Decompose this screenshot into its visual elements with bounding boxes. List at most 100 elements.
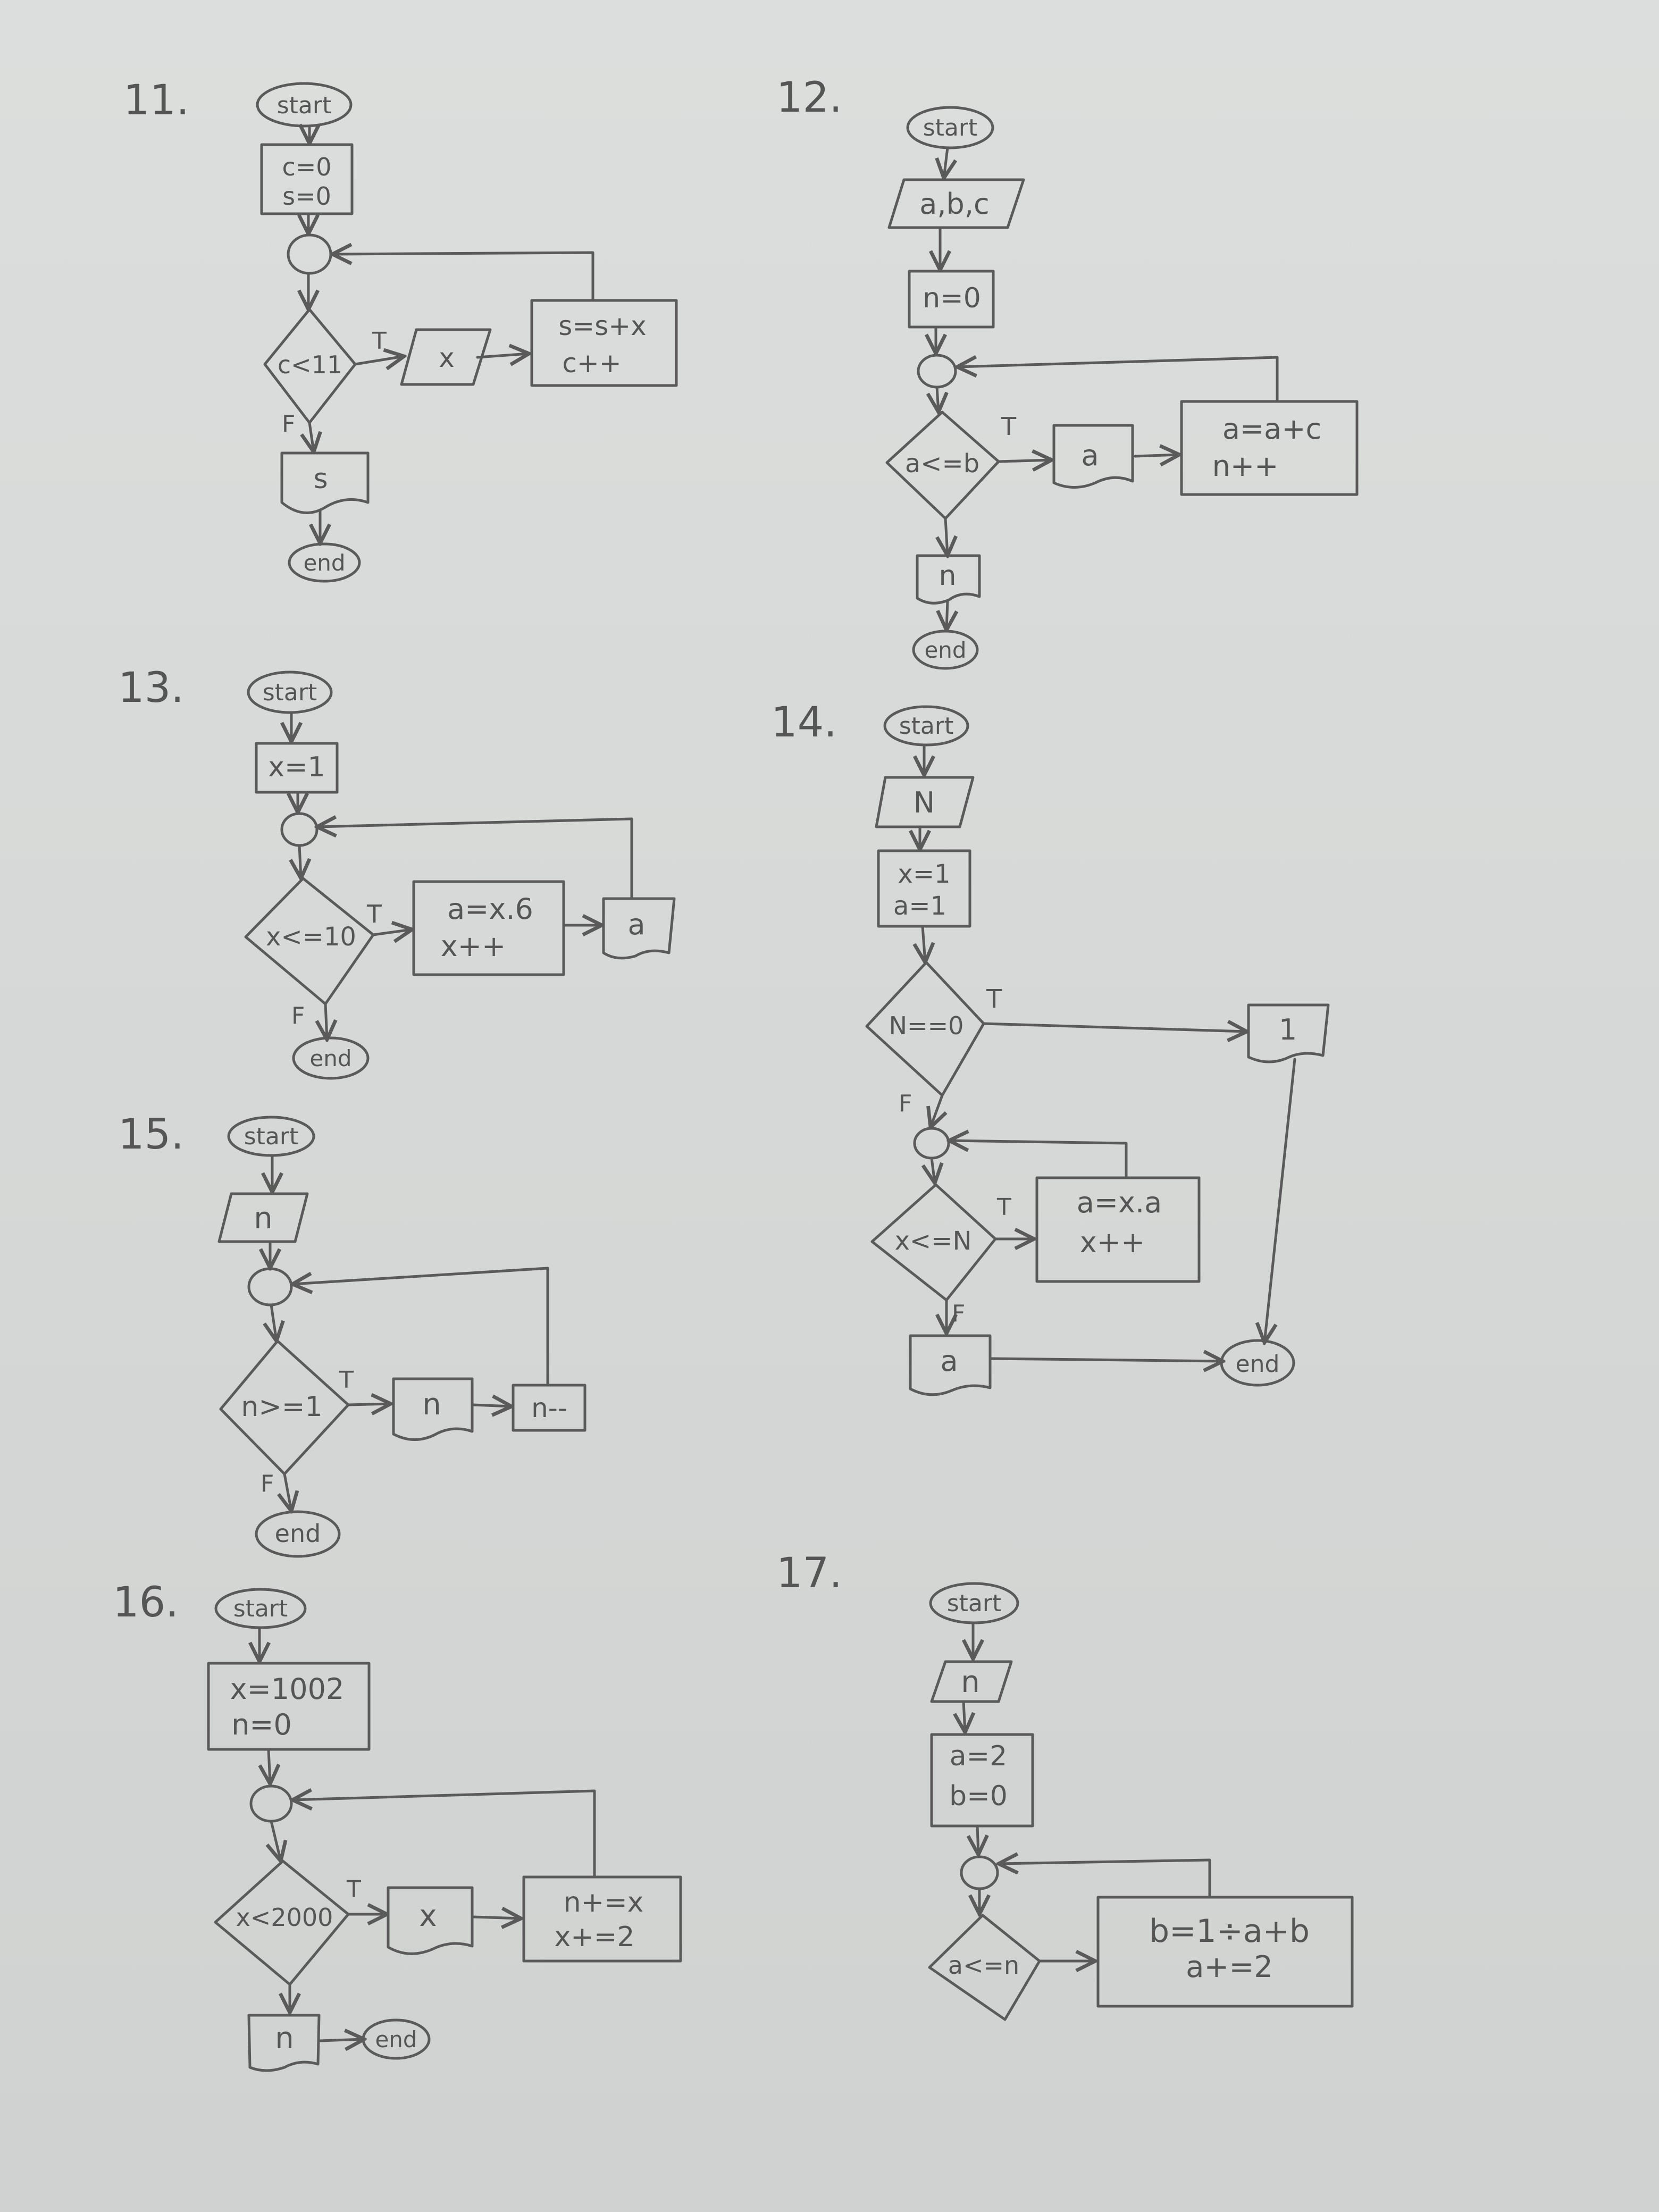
body-process (522, 1875, 682, 1963)
flow-arrow (299, 844, 301, 878)
loop-back-arrow (957, 357, 1279, 403)
body-process (412, 880, 565, 976)
true-arrow-1 (982, 1024, 1247, 1032)
flow-arrow (472, 1405, 512, 1406)
false-arrow (945, 517, 948, 556)
loop-output-label: x (419, 1899, 437, 1933)
start-label: start (899, 713, 953, 740)
flow-arrow (1264, 1058, 1296, 1343)
flowchart-12: 12. start a,b,c n=0 a<=b T a a=a+c n++ n… (776, 74, 1359, 670)
loop-back-arrow (317, 819, 633, 900)
input-label: a,b,c (919, 187, 989, 221)
condition-label: n>=1 (241, 1391, 322, 1423)
loop-connector (913, 1127, 950, 1160)
condition-label: x<2000 (236, 1903, 333, 1932)
true-label-2: T (996, 1194, 1011, 1221)
flowchart-17: 17. start n a=2 b=0 a<=n b=1÷a+b a+=2 (776, 1549, 1354, 2021)
input-label: x (439, 342, 455, 373)
false-label: F (261, 1470, 274, 1497)
flow-arrow (319, 2039, 364, 2041)
true-label: T (366, 900, 382, 928)
end-label: end (303, 550, 345, 576)
flowchart-15: 15. start n n>=1 T n n-- F end (118, 1111, 586, 1558)
end-label: end (375, 2026, 417, 2052)
problem-number: 12. (776, 74, 842, 122)
condition-label: c<11 (278, 350, 342, 379)
init-process (877, 849, 971, 928)
flow-arrow (932, 1157, 935, 1183)
output-document-1 (1247, 1003, 1330, 1063)
input-label: n (254, 1201, 273, 1236)
loop-back-arrow (949, 1141, 1128, 1179)
init-line-1: c=0 (282, 153, 331, 181)
output-label: n (275, 2021, 294, 2056)
end-terminal (1220, 1339, 1295, 1387)
end-label: end (309, 1045, 351, 1071)
output-document (392, 1377, 474, 1441)
loop-back-arrow (292, 1791, 596, 1879)
false-label-2: F (952, 1300, 965, 1327)
body-line-2: a+=2 (1186, 1950, 1273, 1984)
loop-back-arrow (292, 1267, 549, 1387)
false-arrow (325, 1002, 327, 1040)
flowchart-13: 13. start x=1 x<=10 T a=x.6 x++ a F end (118, 664, 676, 1080)
input-label: N (914, 786, 935, 819)
body-process (1096, 1896, 1354, 2008)
condition-label: x<=10 (266, 922, 356, 952)
input-parallelogram (887, 178, 1025, 229)
start-label: start (263, 679, 317, 706)
init-line-2: s=0 (282, 182, 331, 211)
output-document (602, 897, 676, 960)
loop-connector (249, 1784, 293, 1823)
output-document (280, 451, 370, 514)
problem-number: 15. (118, 1111, 184, 1159)
init-line-2: b=0 (949, 1780, 1008, 1812)
true-label: T (372, 328, 387, 355)
input-parallelogram (875, 776, 975, 828)
flowchart-14: 14. start N x=1 a=1 N==0 T 1 F x<=N T a=… (771, 699, 1330, 1396)
decision-diamond (928, 1914, 1041, 2021)
flow-arrow (476, 354, 529, 357)
init-line-2: n=0 (231, 1708, 292, 1741)
input-parallelogram (400, 328, 492, 386)
false-label: F (282, 410, 295, 438)
flow-arrow (1134, 455, 1179, 456)
true-arrow (372, 929, 412, 935)
body-line-2: n++ (1212, 449, 1279, 483)
flow-arrow (937, 386, 939, 412)
flowchart-11: 11. start c=0 s=0 c<11 T x s=s+x c++ F s… (123, 77, 678, 583)
body-line-1: a=x.a (1077, 1186, 1162, 1219)
body-process (1035, 1176, 1201, 1283)
loop-back-arrow (332, 253, 594, 302)
body-line-1: b=1÷a+b (1149, 1913, 1310, 1950)
init-line-2: a=1 (893, 891, 946, 921)
output-label: s (313, 463, 328, 495)
input-label: n (961, 1665, 980, 1699)
true-arrow (354, 356, 404, 364)
start-label: start (277, 92, 331, 119)
output-2-label: a (940, 1344, 958, 1378)
end-label: end (924, 637, 966, 663)
flowchart-16: 16. start x=1002 n=0 x<2000 T x n+=x x+=… (113, 1579, 682, 2072)
end-terminal (362, 2018, 431, 2060)
problem-number: 17. (776, 1549, 842, 1597)
flow-arrow (977, 1824, 978, 1855)
loop-connector (960, 1855, 999, 1890)
loop-output-label: a (1081, 439, 1099, 472)
body-line-2: c++ (562, 348, 621, 379)
init-label: n=0 (923, 282, 981, 314)
init-line-1: a=2 (950, 1740, 1008, 1772)
loop-connector (280, 812, 319, 847)
flow-arrow (269, 1748, 270, 1784)
flow-arrow (946, 599, 948, 630)
end-label: end (275, 1519, 321, 1548)
init-label: x=1 (268, 751, 325, 783)
body-line-1: n+=x (564, 1887, 644, 1918)
output-label: n (422, 1387, 441, 1422)
flow-arrow (271, 1820, 281, 1861)
body-line-2: x++ (1080, 1226, 1145, 1259)
body-line-1: a=a+c (1222, 412, 1321, 446)
end-terminal (288, 542, 361, 583)
false-arrow-1 (931, 1094, 942, 1127)
